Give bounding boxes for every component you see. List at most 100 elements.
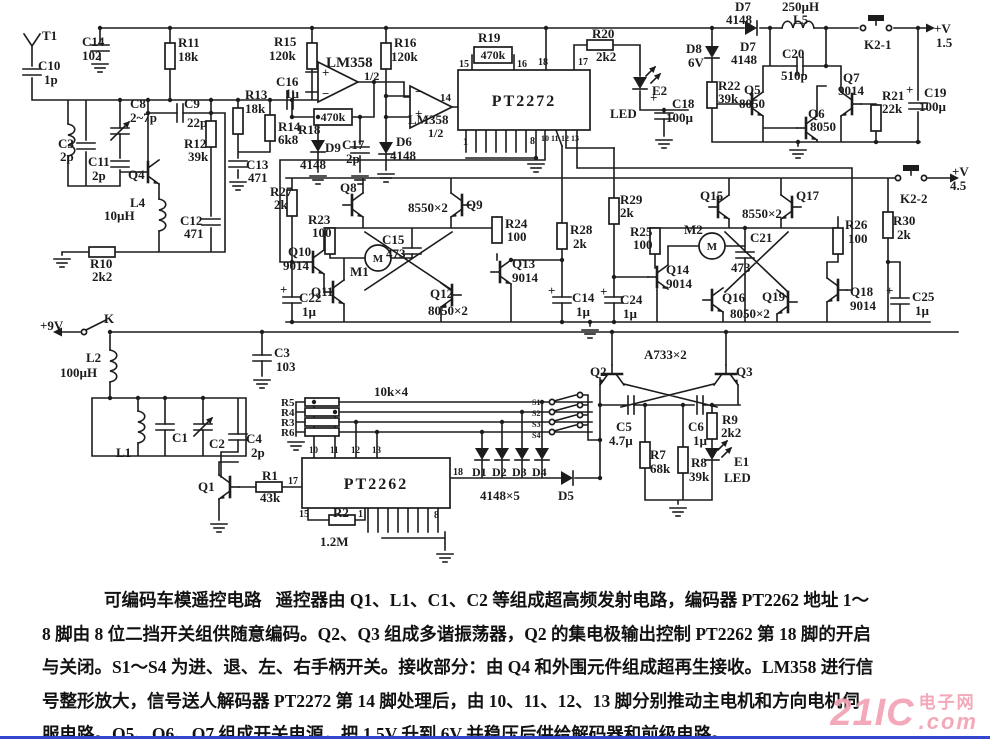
ground-icon — [210, 523, 228, 533]
pt2262-ic-box — [301, 457, 451, 509]
resistor-R21-symbol — [870, 104, 882, 132]
label-10-172: 10 — [309, 445, 319, 455]
wires-transmitter-section — [61, 318, 959, 551]
led-arrow-icon — [717, 439, 729, 451]
switch-S2-contact — [576, 401, 584, 409]
caption-line-3: 与关闭。S1～S4 为进、退、左、右手柄开关。接收部分：由 Q4 和外围元件组成… — [42, 657, 874, 677]
label-R6-186: R6 — [281, 427, 295, 439]
resistor-R16-symbol — [380, 42, 392, 70]
switch-S3-contact — [576, 411, 584, 419]
ground-icon — [377, 173, 395, 183]
label-12M-181: 1.2M — [320, 534, 349, 549]
led-E2-symbol — [632, 76, 648, 90]
capacitor-C3-symbol — [76, 142, 96, 150]
label-2k-122: 2k — [573, 236, 588, 251]
label-9014-92: 9014 — [838, 83, 865, 98]
resistor-R12-symbol — [205, 120, 217, 148]
resistor-R28-symbol — [556, 222, 568, 250]
ground-icon — [789, 149, 807, 159]
resistor-R26-symbol — [832, 227, 844, 255]
label-13-175: 13 — [372, 445, 382, 455]
resistor-R29-symbol — [608, 197, 620, 225]
label-R4-184: R4 — [281, 407, 295, 419]
label-85502-137: 8550×2 — [742, 206, 782, 221]
label-R20-65: R20 — [592, 26, 614, 41]
label-S4-196: S4 — [532, 431, 540, 440]
labels-layer: T1C101pC14102R1118kC82~7pC922pR1239kC32p… — [38, 0, 969, 549]
label-D3-189: D3 — [512, 465, 527, 479]
label-C8-7: C8 — [130, 96, 146, 111]
watermark-com: .com — [918, 709, 978, 734]
label-103-162: 103 — [276, 359, 296, 374]
label-L5-79: L5 — [793, 12, 809, 27]
label-18-176: 18 — [453, 467, 463, 478]
label-2k-99: 2k — [274, 197, 289, 212]
label-R2-178: R2 — [333, 505, 349, 520]
label-80502-115: 8050×2 — [428, 303, 468, 318]
opamp1-triangle — [317, 60, 360, 104]
caption-paragraph: 可编码车模遥控电路遥控器由 Q1、L1、C1、C2 等组成超高频发射电路，编码器… — [42, 584, 962, 739]
switch-K2-2 — [894, 164, 928, 182]
watermark-site: 电子网 — [918, 693, 976, 712]
caption-line-5: 服电路。Q5、Q6、Q7 组成开关电源，把 1.5V 升到 6V 并稳压后供给解… — [42, 724, 729, 739]
watermark-brand: 21IC — [830, 692, 915, 734]
capacitor-C4-symbol — [228, 433, 248, 441]
label-4148-43: 4148 — [300, 157, 327, 172]
label-2p-14: 2p — [60, 149, 74, 164]
capacitor-C9-symbol — [176, 103, 184, 123]
label-LED-211: LED — [724, 470, 751, 485]
label-1p-2: 1p — [44, 72, 58, 87]
label-S3-195: S3 — [532, 420, 540, 429]
label-M-108: M — [373, 253, 384, 265]
transistor-Q18-symbol — [825, 276, 849, 304]
label-12-174: 12 — [351, 445, 361, 455]
coil-L2-symbol — [109, 349, 118, 383]
label--69: + — [650, 90, 657, 105]
label-Q8-100: Q8 — [340, 180, 357, 195]
capacitor-C12-symbol — [201, 218, 221, 226]
label-Q14-130: Q14 — [666, 262, 690, 277]
ground-icon — [253, 379, 271, 389]
label-L2-159: L2 — [86, 350, 101, 365]
label-10k4-182: 10k×4 — [374, 384, 409, 399]
label-K22-154: K2-2 — [900, 191, 927, 206]
label-15-84: 1.5 — [936, 35, 953, 50]
label--37: − — [322, 86, 329, 101]
label-100-129: 100 — [633, 237, 653, 252]
label-2p-167: 2p — [251, 445, 265, 460]
label-473-106: 473 — [386, 246, 406, 261]
label-2p-16: 2p — [92, 168, 106, 183]
label-1-152: 1µ — [623, 306, 638, 321]
label-2k2-205: 2k2 — [721, 425, 741, 440]
label-R19-53: R19 — [478, 30, 501, 45]
label-D9-42: D9 — [325, 140, 341, 155]
label-2k2-66: 2k2 — [596, 49, 616, 64]
label-R16-44: R16 — [394, 35, 417, 50]
switch-S4-contact — [576, 421, 584, 429]
label-68k-207: 68k — [650, 461, 671, 476]
label-17-171: 17 — [288, 476, 298, 487]
label-Q3-199: Q3 — [736, 364, 753, 379]
label-C24-151: C24 — [620, 292, 643, 307]
label-R7-206: R7 — [650, 447, 666, 462]
label-2k2-23: 2k2 — [92, 269, 112, 284]
label-15-55: 15 — [459, 59, 469, 70]
label-C13-26: C13 — [246, 157, 269, 172]
diode-D3-symbol — [514, 447, 530, 461]
label-471-21: 471 — [184, 226, 204, 241]
label-11-173: 11 — [330, 445, 339, 455]
diode-D4-symbol — [534, 447, 550, 461]
label-102-4: 102 — [82, 48, 102, 63]
label-Q13-116: Q13 — [512, 256, 536, 271]
label-15-177: 15 — [299, 509, 309, 520]
label--97: + — [906, 82, 913, 97]
switch-S3-contact — [548, 418, 556, 426]
label-R8-208: R8 — [691, 455, 707, 470]
label-8050-90: 8050 — [810, 119, 836, 134]
label-R13-24: R13 — [245, 87, 268, 102]
label-Q1-168: Q1 — [198, 479, 215, 494]
label-R23-103: R23 — [308, 212, 331, 227]
label-100-96: 100µ — [919, 99, 947, 114]
pt2262-label: PT2262 — [344, 476, 408, 493]
resistor-R6-symbol — [304, 427, 340, 437]
